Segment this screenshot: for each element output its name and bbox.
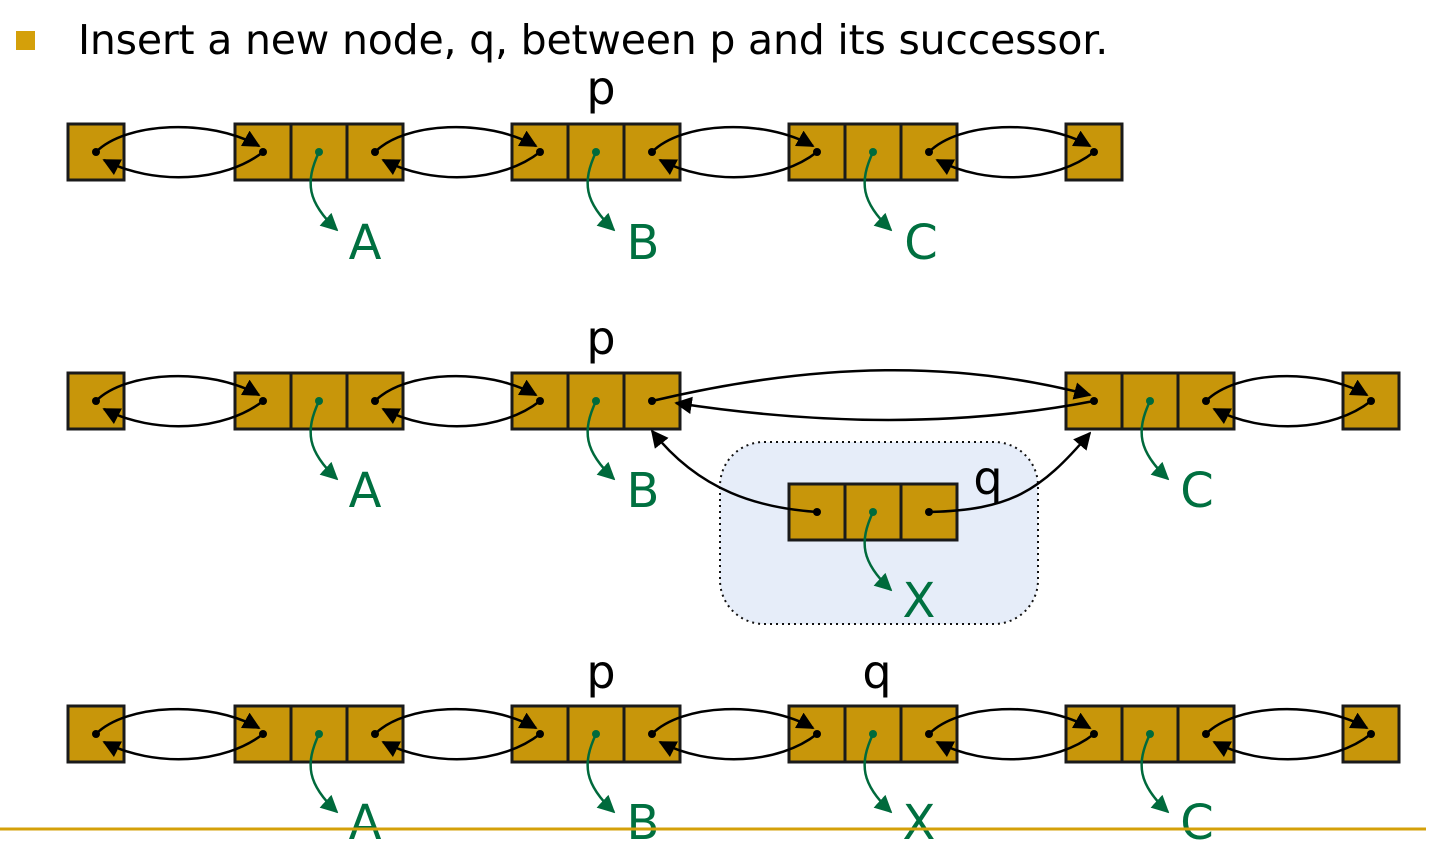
- row2-node-b-element-pointer: [586, 400, 616, 481]
- row3-link-a-b-next: [374, 707, 538, 735]
- element-label-c-row1: C: [904, 215, 938, 271]
- row2-node-a-element-pointer: [309, 400, 339, 481]
- element-label-b-row2: B: [627, 463, 660, 519]
- row3-link-a-b-prev: [381, 733, 541, 761]
- row3-link-header-a-prev: [102, 733, 264, 761]
- row3-node-a-element-pointer: [309, 733, 339, 814]
- row1-node-c-element-pointer: [863, 151, 893, 232]
- row2-link-a-b-prev: [381, 400, 541, 428]
- row3-node-c-cell-1: [1120, 704, 1180, 764]
- slide-heading: Insert a new node, q, between p and its …: [78, 16, 1109, 64]
- row3-node-b-element-pointer: [586, 733, 616, 814]
- element-label-a-row2: A: [349, 463, 382, 519]
- element-label-c-row2: C: [1180, 463, 1214, 519]
- row1-node-a-element-pointer: [309, 151, 339, 232]
- row2-link-x-next-c: [928, 431, 1092, 514]
- row2-link-header-a-prev: [102, 400, 264, 428]
- links-layer: [95, 125, 1372, 814]
- row2-node-c-cell-1: [1120, 371, 1180, 431]
- row2-link-c-prev-b: [674, 396, 1095, 422]
- row1-link-header-a-next: [95, 125, 261, 153]
- bullet-square-icon: [16, 30, 35, 50]
- row3-node-c-element-pointer: [1140, 733, 1170, 814]
- row1-link-a-b-next: [374, 125, 538, 153]
- row1-link-b-c-next: [651, 125, 815, 153]
- row1-link-a-b-prev: [381, 151, 541, 179]
- row2-link-b-next-c: [651, 369, 1092, 403]
- row3-link-b-x-prev: [658, 733, 818, 761]
- element-label-a-row1: A: [349, 215, 382, 271]
- row2-node-c-element-pointer: [1140, 400, 1170, 481]
- pointer-label-p-row1: p: [586, 61, 615, 115]
- pointer-label-p-row2: p: [586, 311, 615, 365]
- row1-node-b-element-pointer: [586, 151, 616, 232]
- row2-link-a-b-next: [374, 374, 538, 402]
- row3-link-c-trailer-prev: [1212, 733, 1372, 761]
- row2-link-c-trailer-prev: [1212, 400, 1372, 428]
- element-label-x-row3: X: [903, 795, 936, 847]
- row3-node-x-element-pointer: [863, 733, 893, 814]
- element-label-a-row3: A: [349, 795, 382, 847]
- element-label-c-row3: C: [1180, 795, 1214, 847]
- row3-link-x-c-prev: [935, 733, 1095, 761]
- bullet-point: Insert a new node, q, between p and its …: [16, 8, 1108, 72]
- element-label-x-row2: X: [903, 573, 936, 629]
- pointer-label-p-row3: p: [586, 645, 615, 699]
- pointer-label-q-row3: q: [862, 645, 891, 699]
- element-label-b-row3: B: [627, 795, 660, 847]
- nodes-layer: [66, 122, 1401, 764]
- row1-link-c-trailer-prev: [935, 151, 1095, 179]
- row1-link-header-a-prev: [102, 151, 264, 179]
- row3-link-x-c-next: [928, 707, 1092, 735]
- element-label-b-row1: B: [627, 215, 660, 271]
- row2-node-x-element-pointer: [863, 511, 893, 592]
- row2-link-x-prev-b: [650, 429, 818, 514]
- row2-link-c-trailer-next: [1205, 374, 1369, 402]
- row1-link-b-c-prev: [658, 151, 818, 179]
- pointer-label-q-row2: q: [973, 451, 1002, 505]
- row3-link-c-trailer-next: [1205, 707, 1369, 735]
- row3-link-header-a-next: [95, 707, 261, 735]
- row2-link-header-a-next: [95, 374, 261, 402]
- row1-link-c-trailer-next: [928, 125, 1092, 153]
- row3-link-b-x-next: [651, 707, 815, 735]
